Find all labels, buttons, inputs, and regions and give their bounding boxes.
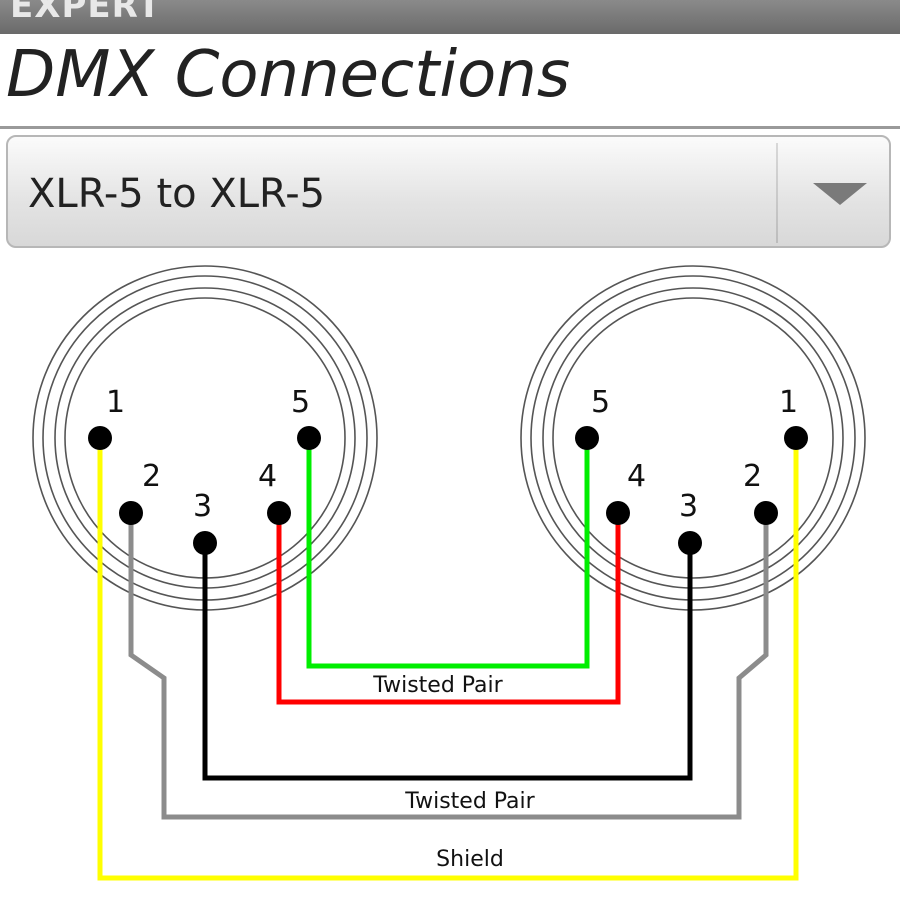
app-title-bar: EXPERT bbox=[0, 0, 900, 34]
right-connector-outer-ring-inner bbox=[530, 275, 856, 601]
left-pin-2 bbox=[119, 501, 143, 525]
right-pin-2 bbox=[754, 501, 778, 525]
xlr-wiring-diagram: 1 2 3 4 5 5 4 3 2 1 Twisted Pair Twisted… bbox=[32, 265, 866, 881]
right-pin-4 bbox=[606, 501, 630, 525]
twisted-pair-label-bottom: Twisted Pair bbox=[404, 789, 535, 814]
left-pin-label-1: 1 bbox=[106, 385, 125, 420]
twisted-pair-label-top: Twisted Pair bbox=[372, 673, 503, 698]
page-title: DMX Connections bbox=[6, 38, 571, 112]
left-pin-5 bbox=[297, 426, 321, 450]
wire-pin5 bbox=[306, 438, 590, 669]
left-pin-label-4: 4 bbox=[258, 459, 277, 494]
wire-pin3 bbox=[202, 543, 693, 781]
right-pin-5 bbox=[575, 426, 599, 450]
app-title: EXPERT bbox=[10, 0, 162, 26]
right-pin-3 bbox=[678, 531, 702, 555]
wire-pin2 bbox=[128, 513, 769, 820]
right-pin-label-2: 2 bbox=[743, 459, 762, 494]
left-pin-4 bbox=[267, 501, 291, 525]
left-pin-label-3: 3 bbox=[193, 489, 212, 524]
right-connector-inner-ring-inner bbox=[552, 297, 834, 579]
left-pin-label-2: 2 bbox=[142, 459, 161, 494]
right-xlr-connector bbox=[520, 265, 866, 611]
right-pin-label-3: 3 bbox=[679, 489, 698, 524]
spinner-divider bbox=[776, 143, 778, 243]
dropdown-arrow-icon[interactable] bbox=[813, 183, 867, 205]
left-pin-label-5: 5 bbox=[291, 385, 310, 420]
shield-label: Shield bbox=[436, 847, 504, 872]
title-divider bbox=[0, 126, 900, 129]
right-connector-inner-ring bbox=[542, 287, 844, 589]
connection-type-spinner[interactable]: XLR-5 to XLR-5 bbox=[6, 135, 891, 248]
right-pin-label-5: 5 bbox=[591, 385, 610, 420]
right-pin-label-4: 4 bbox=[627, 459, 646, 494]
right-pin-1 bbox=[784, 426, 808, 450]
left-pin-3 bbox=[193, 531, 217, 555]
left-pin-1 bbox=[88, 426, 112, 450]
right-pin-label-1: 1 bbox=[779, 385, 798, 420]
wire-pin4 bbox=[276, 513, 621, 705]
wire-pin1-shield bbox=[97, 440, 799, 881]
spinner-selected-value: XLR-5 to XLR-5 bbox=[28, 171, 326, 217]
right-connector-outer-ring bbox=[520, 265, 866, 611]
